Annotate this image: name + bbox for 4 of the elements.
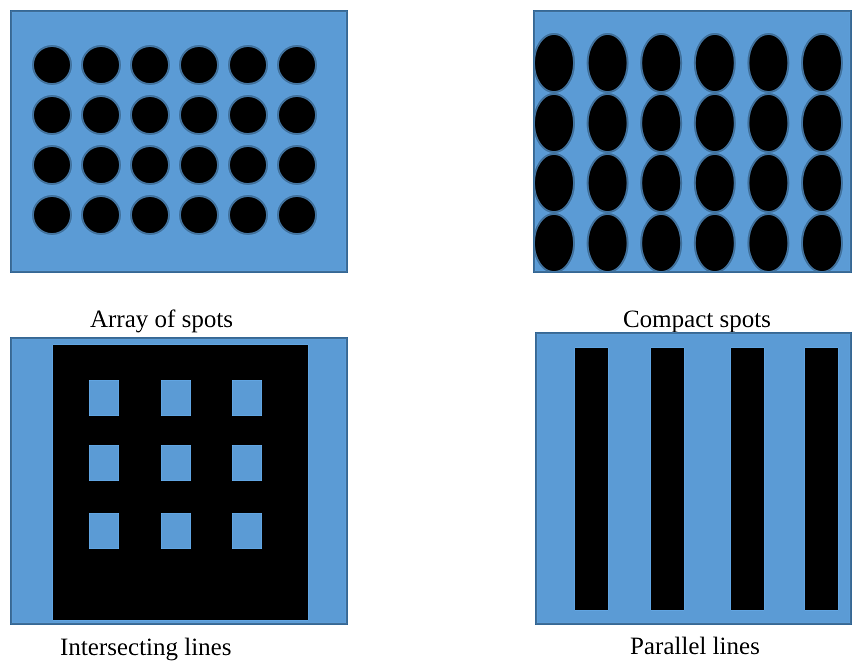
node-label: Intersecting lines xyxy=(60,634,232,662)
node-label: Array of spots xyxy=(90,306,234,334)
node-label: Parallel lines xyxy=(630,633,760,661)
node-label: Compact spots xyxy=(623,306,771,334)
